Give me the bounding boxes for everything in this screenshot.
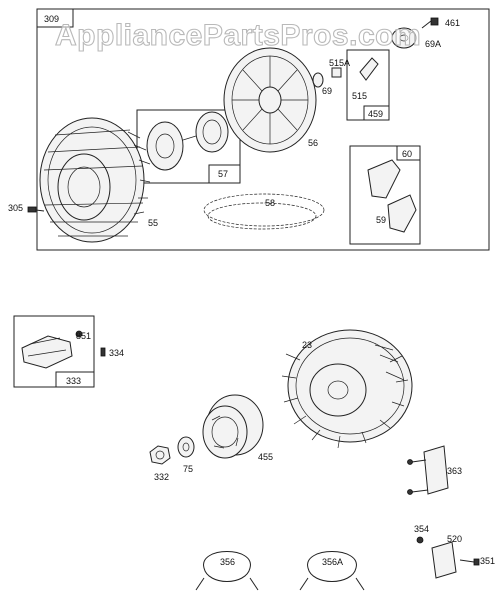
label-box-60 [349, 145, 421, 245]
nut-332-part [149, 445, 171, 465]
label-60: 60 [402, 149, 412, 159]
screw-461-part [421, 17, 439, 29]
starter-cup-455-part [202, 394, 264, 459]
label-356A: 356A [322, 557, 343, 567]
label-354: 354 [414, 524, 429, 534]
bracket-363-part [407, 445, 449, 495]
screw-851-part [75, 330, 83, 338]
label-351: 351 [480, 556, 495, 566]
pulley-spring-part [146, 111, 229, 171]
label-356: 356 [220, 557, 235, 567]
label-333: 333 [66, 376, 81, 386]
label-56: 56 [308, 138, 318, 148]
screw-351-part [459, 558, 480, 566]
label-23: 23 [302, 340, 312, 350]
ratchet-59-part [367, 159, 417, 233]
label-box-459-tag [363, 105, 390, 121]
label-box-333-tag [55, 371, 95, 388]
rewind-starter-assembly-group: 309 459 57 60 305 55 [8, 8, 490, 251]
label-box-60-tag [396, 145, 421, 161]
part-515A [331, 67, 342, 78]
starter-rope-58-part [203, 193, 325, 230]
label-515: 515 [352, 91, 367, 101]
label-332: 332 [154, 472, 169, 482]
points-assembly-part [21, 335, 73, 369]
label-515A: 515A [329, 58, 350, 68]
label-55: 55 [148, 218, 158, 228]
wire-356-part [195, 551, 259, 591]
starter-housing-part [39, 117, 151, 243]
label-305: 305 [8, 203, 23, 213]
pawl-515-part [359, 57, 379, 81]
nut-354-part [416, 536, 424, 544]
flywheel-23-part [281, 329, 413, 449]
rope-pulley-56-part [223, 47, 317, 153]
label-57: 57 [218, 169, 228, 179]
label-461: 461 [445, 18, 460, 28]
label-520: 520 [447, 534, 462, 544]
washer-69-part [312, 72, 324, 88]
label-59: 59 [376, 215, 386, 225]
label-75: 75 [183, 464, 193, 474]
label-58: 58 [265, 198, 275, 208]
label-box-333 [13, 315, 95, 388]
label-455: 455 [258, 452, 273, 462]
label-69: 69 [322, 86, 332, 96]
ignition-parts-333-group: 333 851 334 [13, 315, 124, 388]
assembly-frame [36, 8, 490, 251]
screw-305-part [27, 206, 45, 213]
screw-334-part [100, 347, 106, 357]
label-363: 363 [447, 466, 462, 476]
watermark-text: AppliancePartsPros.com [55, 19, 421, 52]
label-459: 459 [368, 109, 383, 119]
retainer-69A-part [391, 27, 417, 49]
label-box-57-tag [208, 164, 241, 184]
washer-75-part [177, 436, 195, 458]
label-334: 334 [109, 348, 124, 358]
bracket-520-part [431, 541, 457, 579]
wire-356A-part [299, 551, 365, 591]
label-box-309 [36, 8, 74, 28]
label-851: 851 [76, 331, 91, 341]
label-69A: 69A [425, 39, 441, 49]
label-309: 309 [44, 14, 59, 24]
